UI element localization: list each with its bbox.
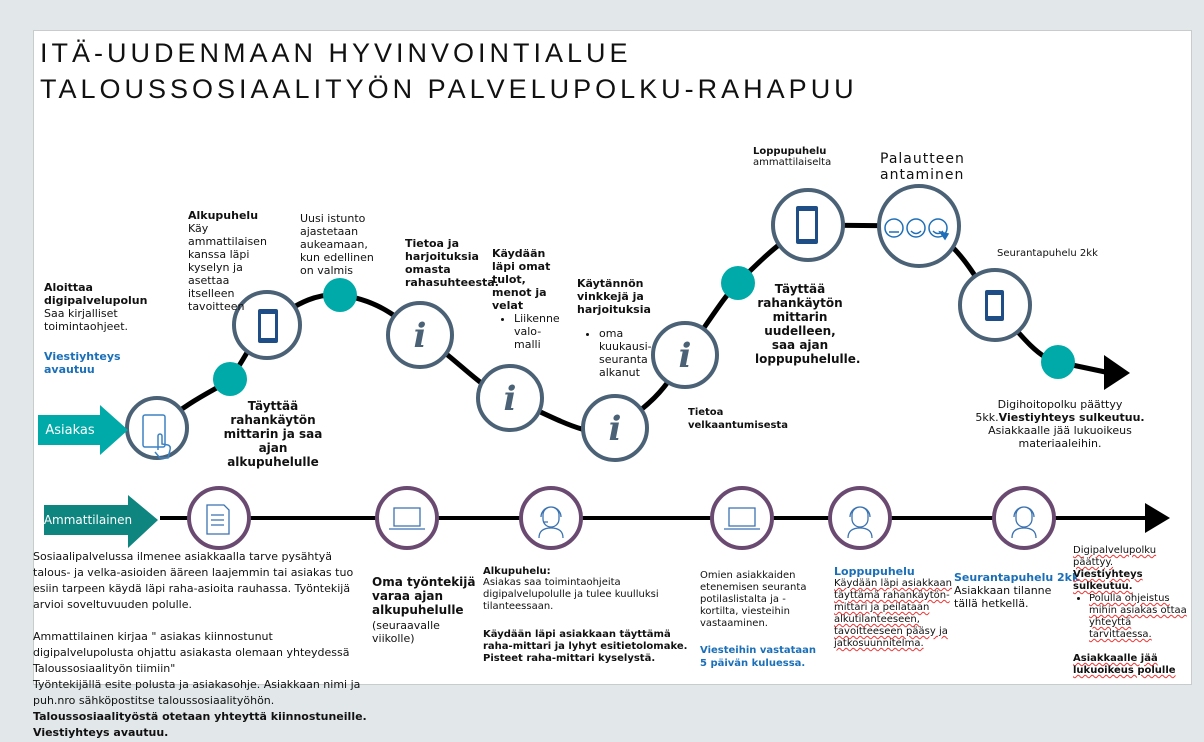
refill-text: Täyttää rahankäytön mittarin uudelleen, … (755, 282, 861, 366)
headset-circle (828, 486, 892, 550)
end-text-1: Digihoitopolku päättyy 5kk. (975, 398, 1123, 424)
final-title: Loppupuhelu (834, 565, 915, 578)
headset-icon (1011, 506, 1037, 539)
pro-call-bold: Käydään läpi asiakkaan täyttämä raha-mit… (483, 629, 688, 664)
document-circle (187, 486, 251, 550)
intro-p3: Työntekijällä esite polusta ja asiakasoh… (33, 678, 361, 707)
followup-title: Seurantapuhelu 2kk (954, 571, 1080, 584)
pro-end-final: Asiakkaalle jää lukuoikeus polulle (1073, 653, 1176, 676)
laptop-circle (375, 486, 439, 550)
book-title: Oma työntekijä varaa ajan alkupuhelulle (372, 575, 476, 617)
intro-p1: Sosiaalipalvelussa ilmenee asiakkaalla t… (33, 550, 354, 611)
monitor-note: Viesteihin vastataan 5 päivän kuluessa. (700, 645, 817, 669)
professional-lane-label: Ammattilainen (43, 513, 133, 527)
call-text: Käy ammattilaisen kanssa läpi kyselyn ja… (188, 222, 267, 313)
start-note: Viestiyhteys avautuu (44, 350, 121, 376)
feedback-circle (877, 184, 961, 268)
info2-bullet: Liikenne valo-malli (514, 312, 564, 351)
intro-p2: Ammattilainen kirjaa " asiakas kiinnostu… (33, 630, 350, 675)
intro-bold: Taloussosiaalityöstä otetaan yhteyttä ki… (33, 710, 367, 739)
end-bold: Viestiyhteys sulkeutuu. (998, 411, 1145, 424)
document-icon (206, 504, 230, 535)
info3-bullets: oma kuukausi-seuranta alkanut (577, 327, 652, 379)
info2-bullets: Liikenne valo-malli (492, 312, 564, 351)
followup-text-pro: Asiakkaan tilanne tällä hetkellä. (954, 584, 1052, 610)
client-lane-label: Asiakas (45, 422, 95, 438)
smiley-icons (884, 218, 950, 241)
pro-end-text: Digipalvelupolku päättyy. (1073, 545, 1157, 568)
teal-dot (323, 278, 357, 312)
info-icon: i (609, 409, 622, 449)
teal-dot (213, 362, 247, 396)
info-circle (581, 394, 649, 462)
info-icon: i (679, 336, 692, 376)
info3-title: Käytännön vinkkejä ja harjoituksia (577, 277, 651, 316)
final-call-title: Loppupuhelu (753, 146, 827, 157)
pro-end-bullet: Polulla ohjeistus mihin asiakas ottaa yh… (1089, 593, 1191, 641)
final-call-text: ammattilaiselta (753, 157, 832, 168)
book-text: (seuraavalle viikolle) (372, 619, 440, 645)
end-text-2: Asiakkaalle jää lukuoikeus materiaaleihi… (988, 424, 1132, 450)
tablet-touch-circle (125, 396, 189, 460)
intro-block: Sosiaalipalvelussa ilmenee asiakkaalla t… (33, 549, 368, 741)
slide (33, 30, 1192, 685)
pro-end-block: Digipalvelupolku päättyy. Viestiyhteys s… (1073, 545, 1191, 677)
info2-title: Käydään läpi omat tulot, menot ja velat (492, 247, 551, 312)
teal-dot (1041, 345, 1075, 379)
info1-text: Tietoa ja harjoituksia omasta rahasuhtee… (405, 237, 499, 289)
client-lane-arrow (38, 405, 128, 455)
followup-text: Seurantapuhelu 2kk (997, 248, 1098, 259)
laptop-icon (389, 507, 425, 530)
info-circle (651, 321, 719, 389)
info-icon: i (414, 316, 427, 356)
start-title: Aloittaa digipalvelupolun (44, 281, 148, 307)
pro-call-text: Asiakas saa toimintaohjeita digipalvelup… (483, 577, 659, 612)
headset-icon (847, 506, 873, 539)
teal-dot (721, 266, 755, 300)
fill-meter-text: Täyttää rahankäytön mittarin ja saa ajan… (223, 399, 323, 469)
teal-dots (213, 266, 1075, 396)
headset-circle (992, 486, 1056, 550)
feedback-text: Palautteen antaminen (880, 151, 965, 183)
professional-lane-arrow (44, 495, 158, 548)
info4-text: Tietoa velkaantumisesta (688, 407, 788, 431)
title-line-1: ITÄ-UUDENMAAN HYVINVOINTIALUE (40, 38, 632, 68)
laptop-circle (710, 486, 774, 550)
final-text: Käydään läpi asiakkaan täyttämä rahankäy… (834, 578, 953, 649)
info-icon: i (504, 379, 517, 419)
info-circle (386, 301, 454, 369)
laptop-icon (724, 507, 760, 530)
info-circle (476, 364, 544, 432)
call-title: Alkupuhelu (188, 209, 259, 222)
phone-icons (258, 206, 1004, 343)
client-path-arrowhead (1104, 355, 1130, 390)
monitor-text: Omien asiakkaiden etenemisen seuranta po… (700, 570, 807, 629)
pro-call-title: Alkupuhelu: (483, 566, 551, 577)
start-text: Saa kirjalliset toimintaohjeet. (44, 307, 128, 333)
info3-bullet: oma kuukausi-seuranta alkanut (599, 327, 652, 379)
title-line-2: TALOUSSOSIAALITYÖN PALVELUPOLKU-RAHAPUU (40, 74, 858, 104)
professional-line-arrowhead (1145, 503, 1170, 533)
headset-circle (519, 486, 583, 550)
end-text: Digihoitopolku päättyy 5kk.Viestiyhteys … (970, 398, 1150, 450)
pro-end-bold: Viestiyhteys sulkeutuu. (1073, 569, 1143, 592)
new-session-text: Uusi istunto ajastetaan aukeamaan, kun e… (300, 212, 374, 277)
tablet-touch-icon (142, 414, 171, 459)
headset-icon (538, 506, 564, 539)
